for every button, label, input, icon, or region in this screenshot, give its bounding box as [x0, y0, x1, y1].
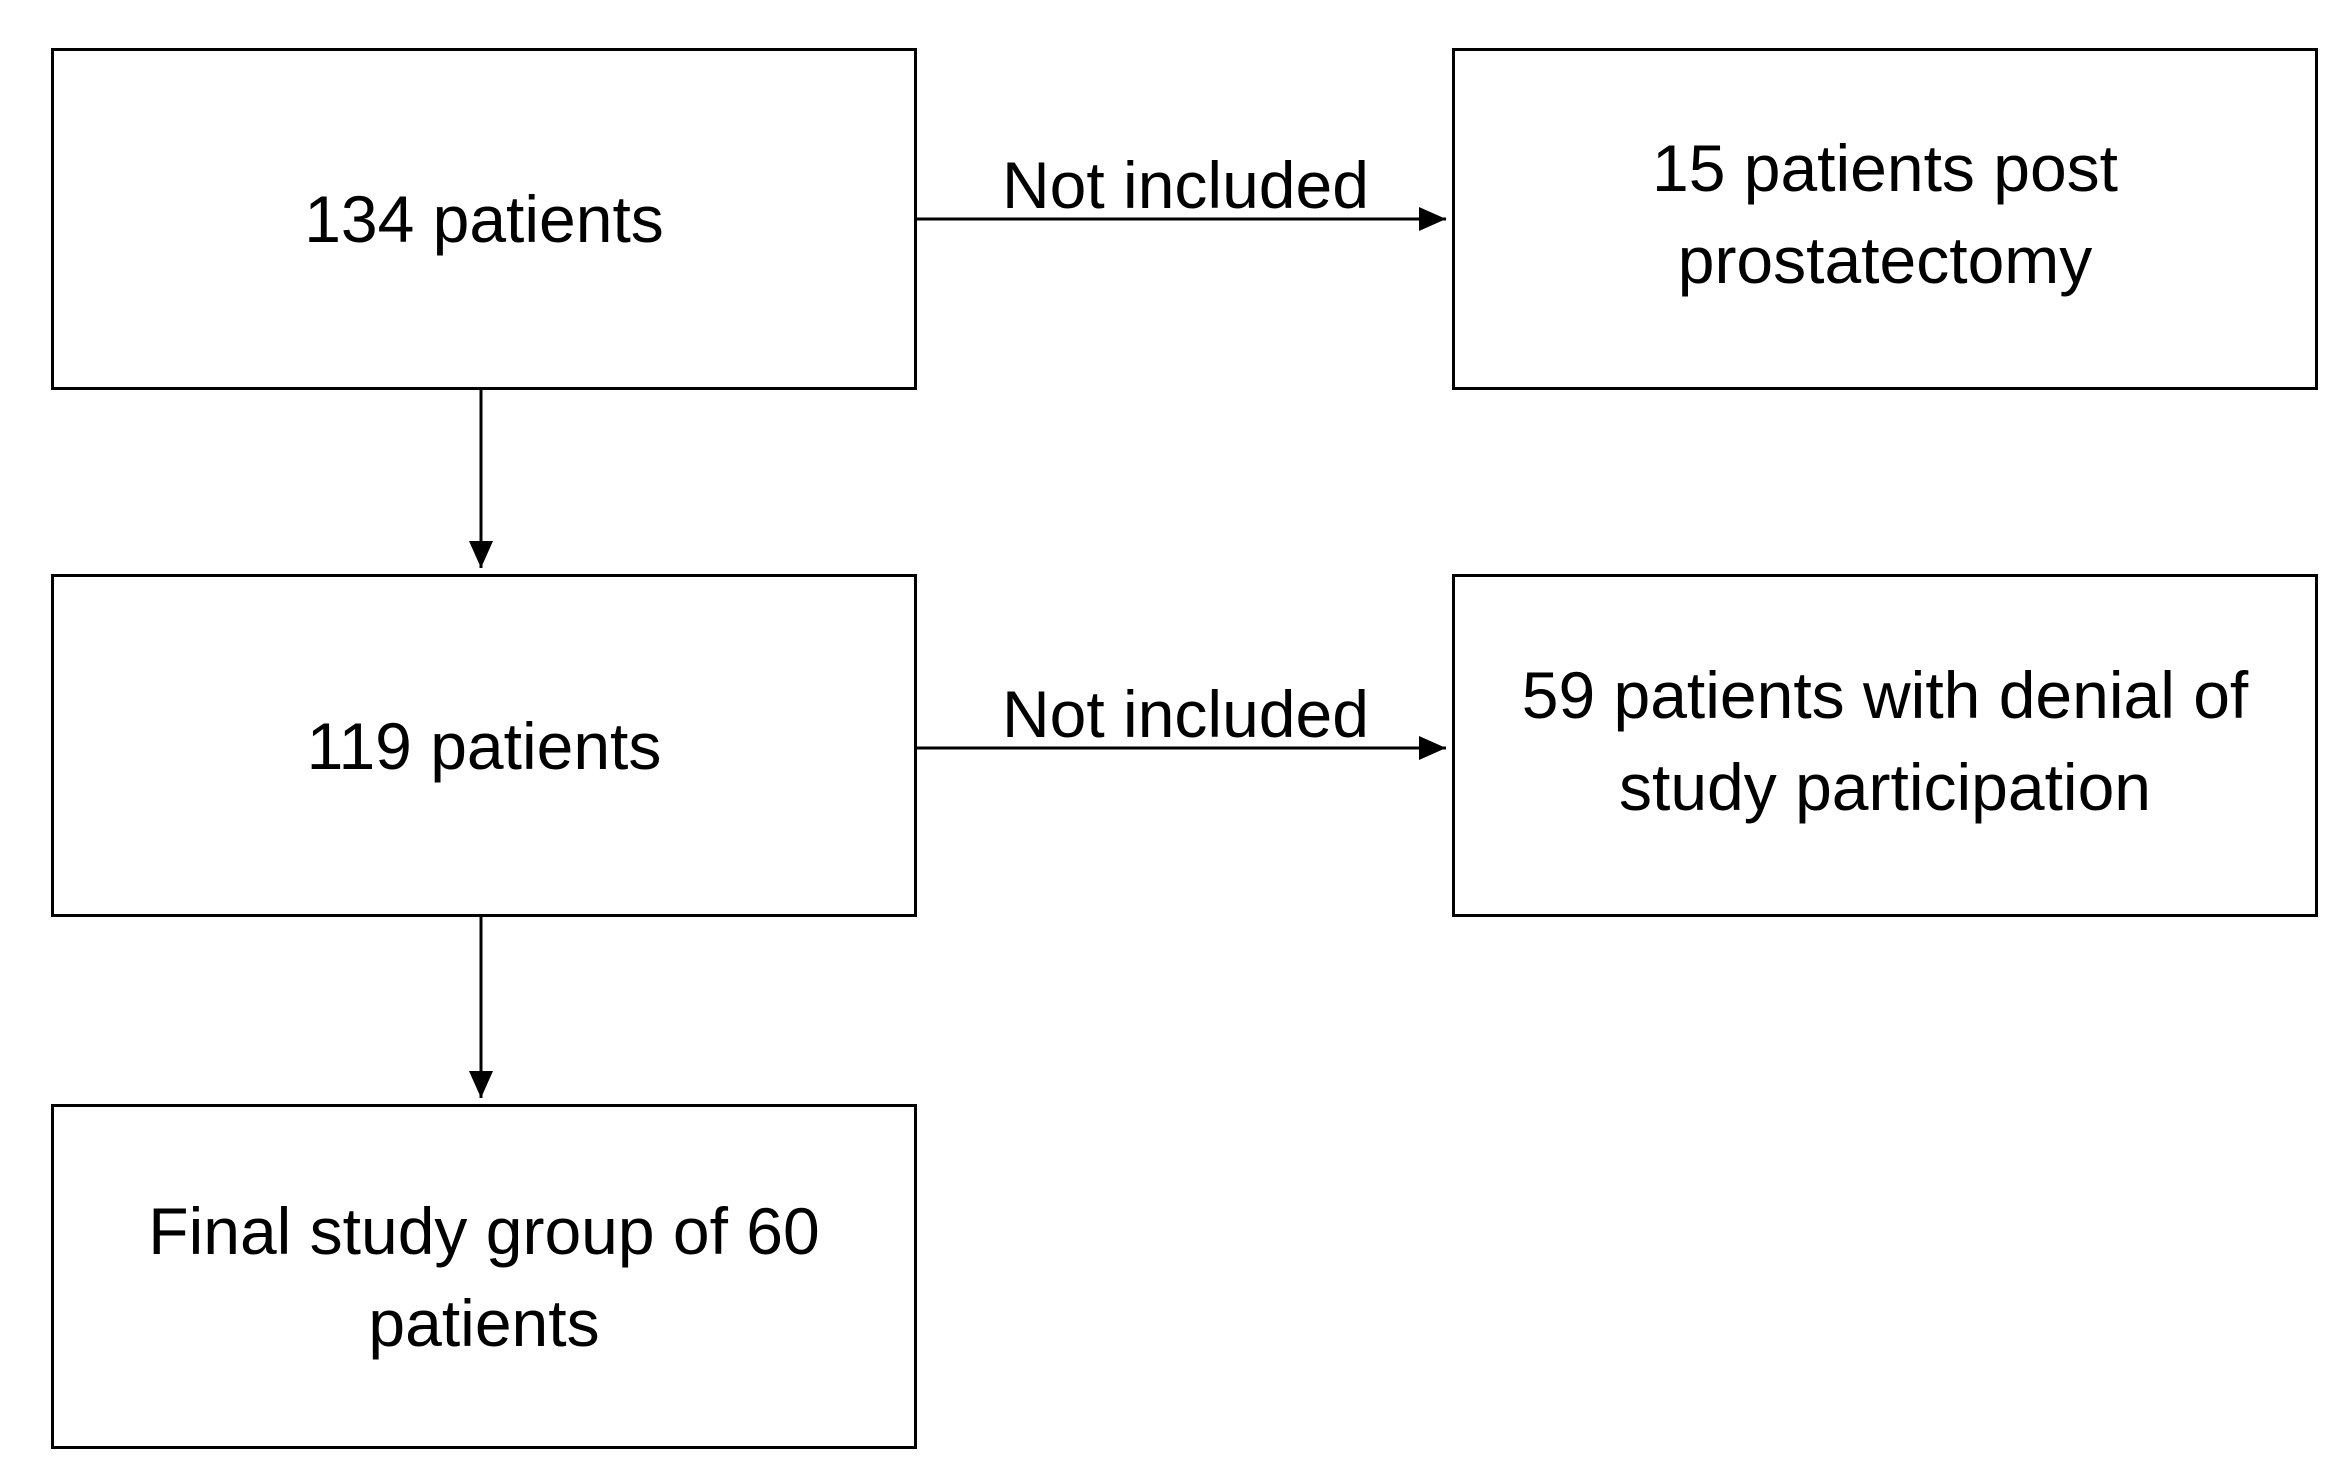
node-excluded-prostatectomy-text: 15 patients post prostatectomy — [1652, 131, 2118, 297]
node-134-patients: 134 patients — [51, 48, 917, 390]
node-119-patients-text: 119 patients — [306, 708, 662, 783]
edge-label-not-included-2: Not included — [1002, 677, 1369, 751]
node-excluded-denial-text: 59 patients with denial of study partici… — [1521, 657, 2249, 824]
node-final-study-group-text: Final study group of 60 patients — [148, 1193, 820, 1360]
node-119-patients: 119 patients — [51, 574, 917, 917]
node-excluded-prostatectomy: 15 patients post prostatectomy — [1452, 48, 2318, 390]
node-final-study-group: Final study group of 60 patients — [51, 1104, 917, 1449]
edge-label-not-included-1: Not included — [1002, 148, 1369, 222]
node-excluded-denial: 59 patients with denial of study partici… — [1452, 574, 2318, 917]
node-134-patients-text: 134 patients — [304, 182, 664, 256]
